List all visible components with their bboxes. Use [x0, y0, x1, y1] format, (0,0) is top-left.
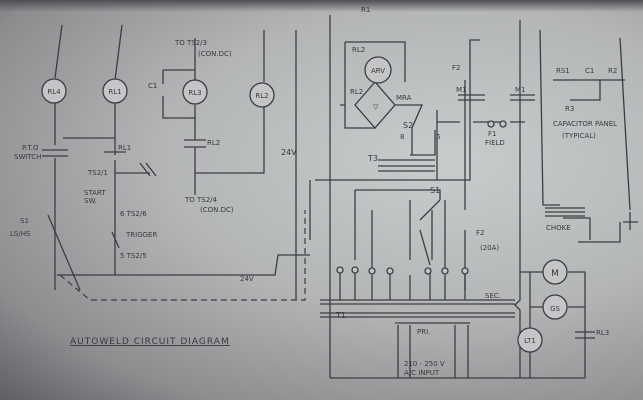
- capacitor-panel-sub: (TYPICAL): [562, 132, 596, 140]
- sec-label: SEC.: [485, 292, 501, 300]
- relay-coil-rl4: [41, 78, 67, 104]
- m1b-label: M1: [515, 86, 526, 94]
- voltage-24v-bottom: 24V: [240, 275, 254, 283]
- rl3-top-label: TO TS2/3: [174, 39, 207, 47]
- s1-label: S1: [20, 217, 29, 225]
- ts2-4-label: TO TS2/4: [184, 196, 218, 204]
- gas-solenoid-gs: [542, 294, 568, 320]
- f2-label: F2: [476, 229, 484, 237]
- diagram-title: AUTOWELD CIRCUIT DIAGRAM: [70, 337, 230, 347]
- top-shadow: [0, 0, 643, 12]
- relay-coils: [41, 78, 275, 108]
- t1-label: T1: [335, 311, 346, 320]
- mra-label: MRA: [396, 94, 412, 102]
- input-type-label: A/C INPUT: [404, 369, 440, 377]
- choke-label: CHOKE: [546, 224, 571, 232]
- relay-coil-rl2: [249, 82, 275, 108]
- fuse-f1-terminal: [499, 120, 507, 128]
- m-label: M: [551, 269, 559, 279]
- rl2-label: RL2: [255, 92, 268, 100]
- s1-right-label: S1: [430, 186, 440, 195]
- rl2a-label: RL2: [352, 46, 365, 54]
- rs1-label: RS1: [556, 67, 570, 75]
- rl4-label: RL4: [47, 88, 61, 96]
- f1-label: F1: [488, 130, 496, 138]
- capacitor-panel-label: CAPACITOR PANEL: [553, 120, 617, 128]
- s1-mode-label: LS/HS: [10, 230, 31, 238]
- s2-pos-6: 6: [436, 133, 441, 141]
- input-voltage-label: 210 - 250 V: [404, 360, 445, 368]
- gs-label: GS: [550, 305, 560, 313]
- rectifier-symbol: ▽: [373, 103, 379, 111]
- terminal-row: [336, 266, 469, 275]
- m1a-label: M1: [456, 86, 467, 94]
- pri-label: PRI.: [417, 328, 430, 336]
- rl1-contact-label: RL1: [118, 144, 131, 152]
- rl1-label: RL1: [108, 88, 121, 96]
- rl2b-label: RL2: [350, 88, 363, 96]
- r1-label: R1: [361, 6, 370, 14]
- start-label: START: [84, 189, 106, 197]
- ts2-6-label: 6 TS2/6: [120, 210, 147, 218]
- f2-rating: (20A): [480, 244, 499, 252]
- rl3-label: RL3: [188, 89, 201, 97]
- ammeter-arv: [364, 56, 392, 84]
- r2-label: R2: [608, 67, 617, 75]
- ts2-1-label: TS2/1: [87, 169, 108, 177]
- ts2-4-sub: (CON.DC): [200, 206, 234, 214]
- right-components: [336, 56, 568, 353]
- switch-label: SWITCH: [14, 153, 41, 161]
- t3-label: T3: [367, 154, 378, 163]
- s2-label: S2: [403, 121, 413, 130]
- rl2-contact-label: RL2: [207, 139, 220, 147]
- fuse-f1-terminal: [487, 120, 495, 128]
- c1-label: C1: [148, 82, 157, 90]
- start-sw-label: SW.: [84, 197, 97, 205]
- lt1-label: LT1: [524, 337, 536, 345]
- left-wiring: [42, 24, 311, 301]
- f2-top-label: F2: [452, 64, 460, 72]
- ts2-5-label: 5 TS2/5: [120, 252, 147, 260]
- r3-label: R3: [565, 105, 574, 113]
- pto-label: P.T.O: [22, 144, 39, 152]
- relay-coil-rl1: [102, 78, 128, 104]
- arv-label: ARV: [371, 67, 385, 75]
- rl3-top-sub: (CON.DC): [198, 50, 232, 58]
- voltage-24v-top: 24V: [281, 148, 297, 157]
- trigger-label: TRIGGER: [125, 231, 157, 239]
- c1-right-label: C1: [585, 67, 594, 75]
- s2-pos-8: 8: [400, 133, 404, 141]
- relay-coil-rl3: [182, 79, 208, 105]
- motor-m: [542, 259, 568, 285]
- right-wiring: [315, 15, 638, 379]
- lamp-lt1: [517, 327, 543, 353]
- field-label: FIELD: [485, 139, 505, 147]
- rl3-right-label: RL3: [596, 329, 609, 337]
